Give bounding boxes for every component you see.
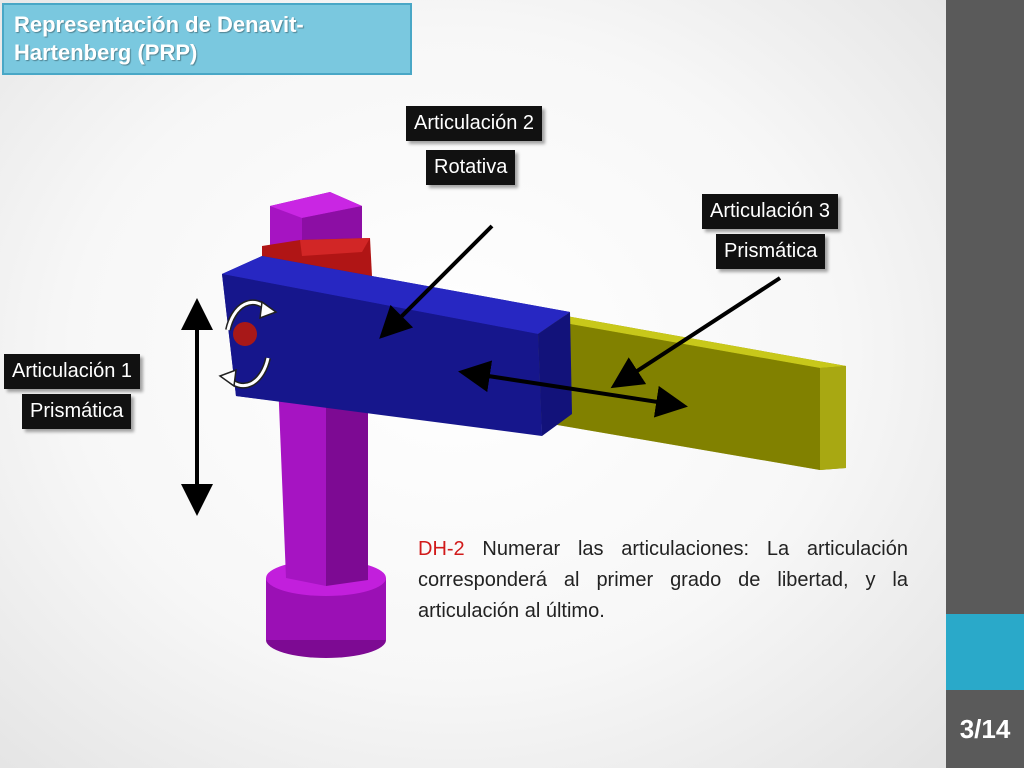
base-column	[266, 192, 386, 658]
sidebar-accent-block	[946, 614, 1024, 690]
label-joint-2: Articulación 2	[406, 106, 543, 141]
slide: Representación de Denavit-Hartenberg (PR…	[0, 0, 946, 768]
sidebar: 3/14	[946, 0, 1024, 768]
body-text: DH-2 Numerar las articulaciones: La arti…	[418, 534, 908, 627]
rotation-arrows-icon	[218, 299, 278, 389]
prismatic-arm	[536, 316, 846, 470]
pointer-arrow-joint3	[610, 276, 782, 389]
label-joint-3-type: Prismática	[716, 234, 826, 269]
step-description: Numerar las articulaciones: La articulac…	[418, 538, 908, 622]
step-code: DH-2	[418, 538, 465, 560]
slide-title: Representación de Denavit-Hartenberg (PR…	[2, 3, 412, 75]
label-joint-1-type: Prismática	[22, 394, 132, 429]
label-joint-3: Articulación 3	[702, 194, 839, 229]
label-joint-2-type: Rotativa	[426, 150, 516, 185]
label-joint-1: Articulación 1	[4, 354, 141, 389]
blue-link	[222, 256, 572, 436]
horizontal-double-arrow	[458, 360, 688, 418]
page-number: 3/14	[959, 714, 1011, 744]
robot-figure	[181, 192, 846, 658]
pointer-arrow-joint2	[379, 224, 494, 339]
